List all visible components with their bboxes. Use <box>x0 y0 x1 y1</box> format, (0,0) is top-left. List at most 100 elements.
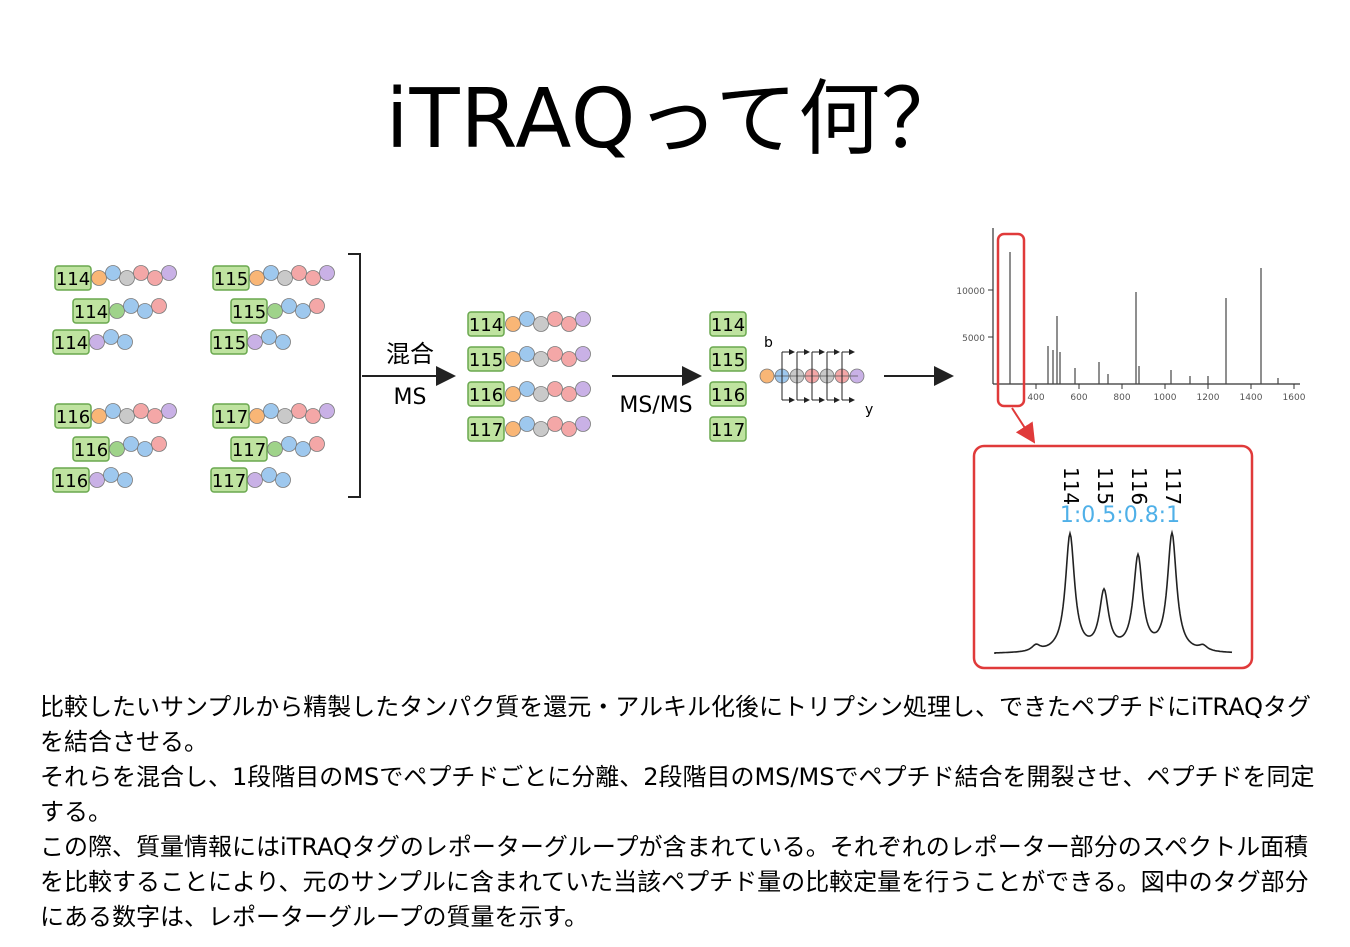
amino-acid-bead <box>305 408 321 424</box>
amino-acid-bead <box>117 472 133 488</box>
ms-label: MS <box>394 385 427 410</box>
amino-acid-bead <box>147 408 163 424</box>
amino-acid-bead <box>105 403 121 419</box>
reporter-mass-label: 116 <box>1127 467 1151 505</box>
amino-acid-bead <box>575 346 591 362</box>
amino-acid-bead <box>263 265 279 281</box>
amino-acid-bead <box>109 303 125 319</box>
reporter-peak-trace <box>994 529 1233 654</box>
reporter-tag <box>709 416 747 442</box>
amino-acid-bead <box>263 403 279 419</box>
amino-acid-bead <box>109 441 125 457</box>
amino-acid-bead <box>151 298 167 314</box>
amino-acid-bead <box>575 311 591 327</box>
spectrum-x-tick-label: 1600 <box>1283 393 1306 403</box>
amino-acid-bead <box>533 421 549 437</box>
spectrum-x-tick-label: 1200 <box>1197 393 1220 403</box>
reporter-tag-label: 117 <box>469 420 503 441</box>
amino-acid-bead <box>123 436 139 452</box>
reporter-tag <box>230 298 268 324</box>
reporter-tag-label: 115 <box>232 302 266 323</box>
amino-acid-bead <box>137 303 153 319</box>
amino-acid-bead <box>561 316 577 332</box>
b-ion-label: b <box>764 335 773 351</box>
reporter-ratio: 1:0.5:0.8:1 <box>1060 503 1180 528</box>
body-paragraph-2: それらを混合し、1段階目のMSでペプチドごとに分離、2段階目のMS/MSでペプチ… <box>40 763 1315 826</box>
amino-acid-bead <box>247 472 263 488</box>
reporter-tag-label: 114 <box>469 315 503 336</box>
reporter-tag-label: 116 <box>54 471 88 492</box>
amino-acid-bead <box>319 265 335 281</box>
amino-acid-bead <box>119 270 135 286</box>
slide-title: iTRAQって何？ <box>385 72 965 167</box>
reporter-tag-label: 116 <box>711 385 745 406</box>
amino-acid-bead <box>249 408 265 424</box>
amino-acid-bead <box>89 334 105 350</box>
amino-acid-bead <box>519 381 535 397</box>
reporter-tag-label: 117 <box>212 471 246 492</box>
body-paragraph-3: この際、質量情報にはiTRAQタグのレポーターグループが含まれている。それぞれの… <box>40 833 1309 931</box>
amino-acid-bead <box>133 403 149 419</box>
reporter-tag <box>709 346 747 372</box>
body-paragraph-1: 比較したいサンプルから精製したタンパク質を還元・アルキル化後にトリプシン処理し、… <box>40 693 1311 756</box>
spectrum-x-tick-label: 600 <box>1070 393 1087 403</box>
amino-acid-bead <box>547 381 563 397</box>
amino-acid-bead <box>309 436 325 452</box>
amino-acid-bead <box>133 265 149 281</box>
mix-label: 混合 <box>386 340 434 368</box>
reporter-tag-label: 117 <box>711 420 745 441</box>
amino-acid-bead <box>91 270 107 286</box>
reporter-tag-label: 115 <box>212 333 246 354</box>
amino-acid-bead <box>147 270 163 286</box>
reporter-tag <box>210 467 248 493</box>
reporter-tag <box>54 265 92 291</box>
amino-acid-bead <box>89 472 105 488</box>
amino-acid-bead <box>575 381 591 397</box>
amino-acid-bead <box>291 265 307 281</box>
reporter-tag-label: 115 <box>469 350 503 371</box>
reporter-tag-label: 117 <box>214 407 248 428</box>
reporter-tag <box>52 329 90 355</box>
amino-acid-bead <box>267 441 283 457</box>
amino-acid-bead <box>103 329 119 345</box>
amino-acid-bead <box>117 334 133 350</box>
amino-acid-bead <box>575 416 591 432</box>
amino-acid-bead <box>123 298 139 314</box>
spectrum-y-tick-label: 5000 <box>962 334 985 344</box>
reporter-tag <box>230 436 268 462</box>
sample-group: 117 117 117 <box>210 403 335 493</box>
amino-acid-bead <box>561 351 577 367</box>
reporter-mass-label: 114 <box>1059 467 1083 505</box>
reporter-tag <box>709 311 747 337</box>
reporter-tag-label: 116 <box>56 407 90 428</box>
sample-bracket <box>348 253 361 498</box>
amino-acid-bead <box>547 416 563 432</box>
reporter-tag <box>210 329 248 355</box>
reporter-tag-label: 117 <box>232 440 266 461</box>
reporter-tag <box>467 416 505 442</box>
amino-acid-bead <box>519 346 535 362</box>
reporter-region-highlight <box>996 232 1026 408</box>
amino-acid-bead <box>137 441 153 457</box>
amino-acid-bead <box>161 403 177 419</box>
reporter-tag <box>72 298 110 324</box>
amino-acid-bead <box>505 386 521 402</box>
reporter-tag <box>467 346 505 372</box>
reporter-tag <box>72 436 110 462</box>
amino-acid-bead <box>295 441 311 457</box>
zoom-arrow <box>1011 407 1036 444</box>
reporter-tag <box>54 403 92 429</box>
amino-acid-bead <box>281 436 297 452</box>
amino-acid-bead <box>505 351 521 367</box>
amino-acid-bead <box>161 265 177 281</box>
amino-acid-bead <box>533 351 549 367</box>
reporter-tag <box>467 311 505 337</box>
amino-acid-bead <box>291 403 307 419</box>
